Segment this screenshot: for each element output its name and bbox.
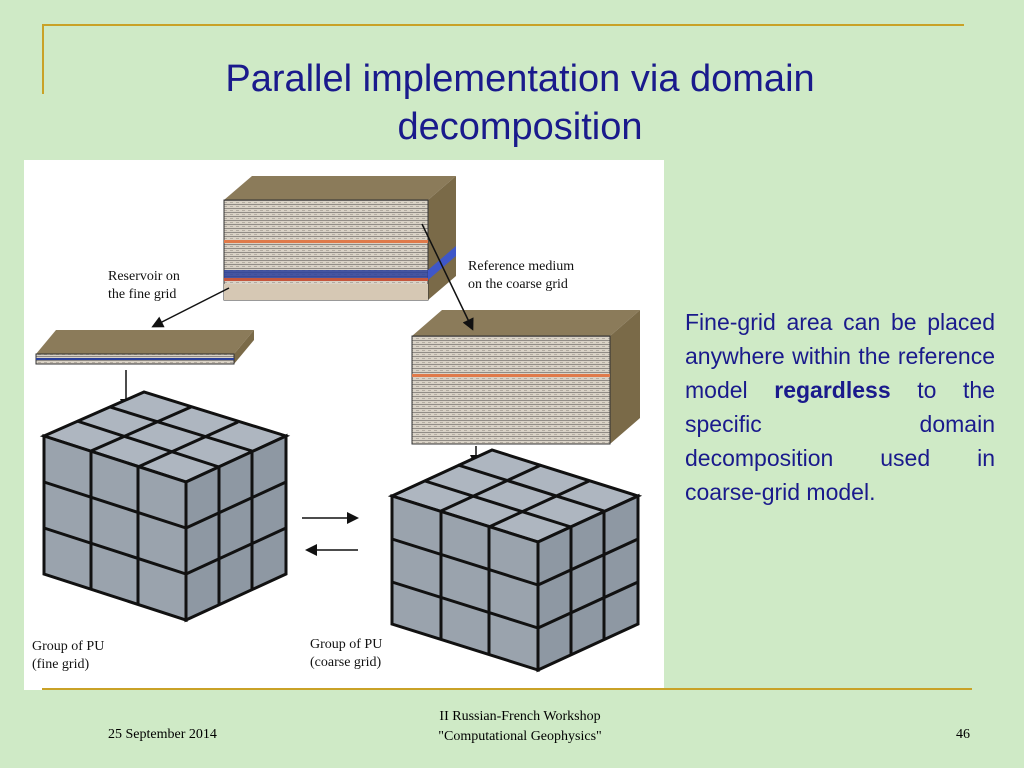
top-rule [42,24,964,26]
label-reference-2: on the coarse grid [468,277,568,292]
body-paragraph: Fine-grid area can be placed anywhere wi… [685,305,995,509]
label-group-fine-1: Group of PU [32,639,104,654]
coarse-grid-block [411,310,640,445]
bottom-rule [42,688,972,690]
label-reservoir-2: the fine grid [108,287,176,302]
body-text-part-2: to the specific domain decomposition use… [685,377,995,505]
figure-arrows [120,223,482,556]
body-text-bold: regardless [774,377,891,403]
footer-event-line-2: "Computational Geophysics" [438,729,602,744]
coarse-grid-cube [387,448,643,673]
page-number: 46 [956,727,970,742]
label-reference-1: Reference medium [468,259,574,274]
left-rule [42,24,44,94]
title-line-2: decomposition [397,106,643,148]
figure-svg: Reservoir on the fine grid Reference med… [32,176,643,673]
reference-block-top [223,176,456,301]
footer-date: 25 September 2014 [108,727,217,742]
title-line-1: Parallel implementation via domain [225,58,815,100]
slide-title: Parallel implementation via domain decom… [120,55,920,151]
fine-grid-cube [39,390,291,623]
label-group-coarse-1: Group of PU [310,637,382,652]
label-group-fine-2: (fine grid) [32,657,89,672]
body-text-part-1: Fine-grid area can be placed anywhere wi… [685,309,995,403]
domain-decomposition-figure: Reservoir on the fine grid Reference med… [24,160,664,690]
label-group-coarse-2: (coarse grid) [310,655,381,670]
fine-grid-slab [35,330,254,365]
label-reservoir-1: Reservoir on [108,269,180,284]
footer-event-line-1: II Russian-French Workshop [439,709,601,724]
footer-event: II Russian-French Workshop "Computationa… [380,707,660,747]
